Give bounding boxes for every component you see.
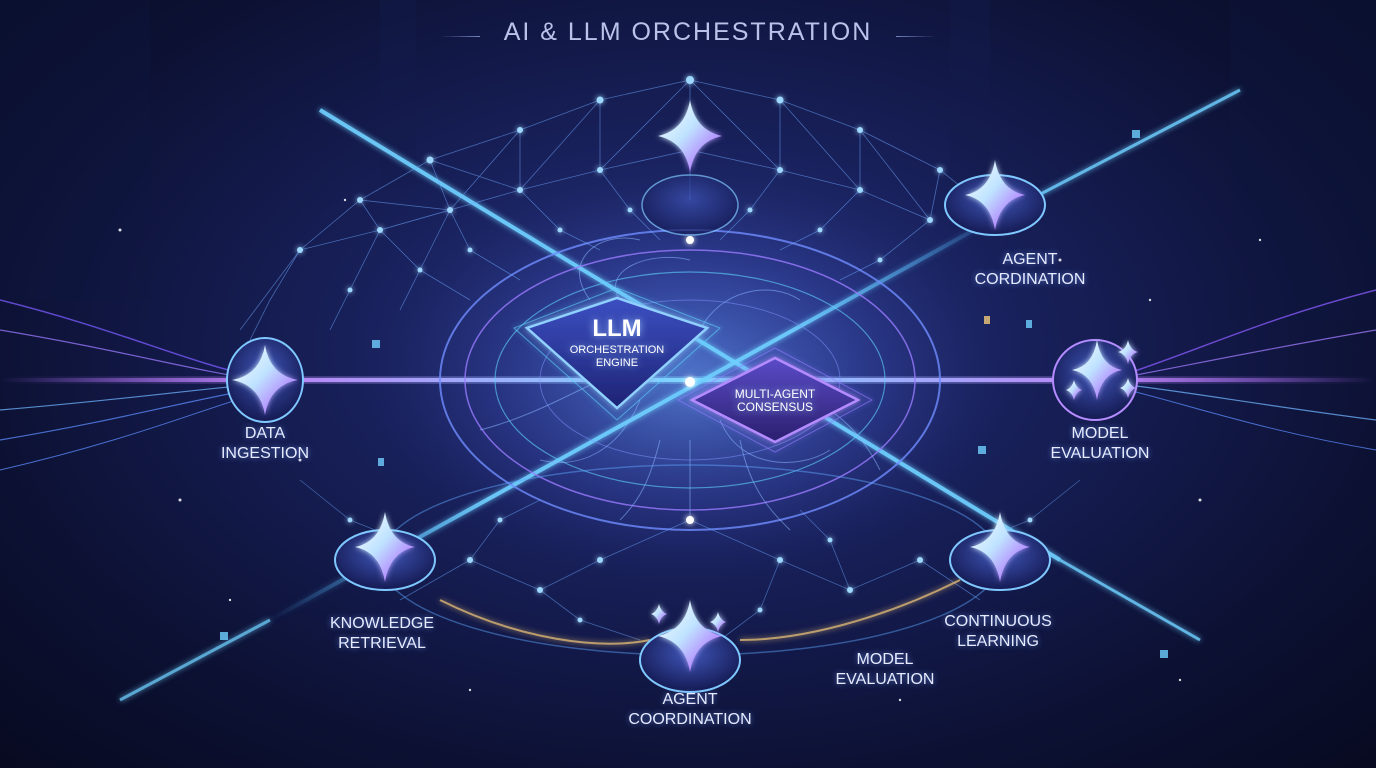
model-evaluation-right-label-line2: EVALUATION	[1050, 445, 1150, 462]
data-ingestion-label-line1: DATA	[244, 425, 286, 442]
knowledge-retrieval-label-line2: RETRIEVAL	[338, 635, 426, 652]
sparkles	[118, 198, 1262, 702]
continuous-learning-star-icon	[970, 512, 1030, 582]
top-hub-star-icon	[658, 100, 722, 172]
agent-cordination-star-icon	[965, 160, 1025, 230]
title-rule-left	[440, 36, 480, 37]
consensus-chip-line2: CONSENSUS	[736, 400, 813, 414]
model-evaluation-right-label: MODEL EVALUATION	[1030, 424, 1170, 464]
data-ingestion-label-line2: INGESTION	[220, 445, 309, 462]
title-rule-right	[896, 36, 936, 37]
gold-arcs	[439, 579, 961, 645]
knowledge-retrieval-star-icon	[355, 512, 415, 582]
consensus-chip-line1: MULTI-AGENT	[734, 387, 816, 401]
agent-cordination-label-line2: CORDINATION	[974, 271, 1086, 288]
knowledge-retrieval-label-line1: KNOWLEDGE	[329, 615, 434, 632]
node-stars	[232, 100, 1138, 672]
background-panels	[0, 0, 1376, 320]
model-evaluation-bottom-label: MODEL EVALUATION	[820, 650, 950, 690]
llm-chip-title: LLM	[592, 315, 642, 342]
data-cubes	[220, 130, 1168, 658]
data-ingestion-label: DATA INGESTION	[200, 424, 330, 464]
agent-cordination-label: AGENT CORDINATION	[950, 250, 1110, 290]
agent-coordination-star-icon	[658, 600, 722, 672]
continuous-learning-label-line2: LEARNING	[957, 633, 1039, 650]
llm-chip-shape	[513, 287, 721, 421]
data-ingestion-star-icon	[232, 345, 298, 415]
model-evaluation-star-icon	[1072, 340, 1122, 400]
consensus-chip-shape	[676, 347, 874, 453]
agent-coordination-bottom-label-line2: COORDINATION	[628, 711, 752, 728]
diagram-title: AI & LLM ORCHESTRATION	[503, 18, 873, 46]
agent-coordination-bottom-label-line1: AGENT	[662, 691, 718, 708]
continuous-learning-label: CONTINUOUS LEARNING	[928, 612, 1068, 652]
llm-chip-subtitle-line2: ENGINE	[595, 357, 639, 369]
model-evaluation-right-label-line1: MODEL	[1071, 425, 1129, 442]
agent-cordination-label-line1: AGENT	[1002, 251, 1058, 268]
model-evaluation-bottom-label-line1: MODEL	[856, 651, 914, 668]
agent-coordination-bottom-label: AGENT COORDINATION	[610, 690, 770, 730]
knowledge-retrieval-label: KNOWLEDGE RETRIEVAL	[312, 614, 452, 654]
continuous-learning-label-line1: CONTINUOUS	[944, 613, 1052, 630]
llm-chip-subtitle-line1: ORCHESTRATION	[569, 344, 665, 356]
model-evaluation-bottom-label-line2: EVALUATION	[835, 671, 935, 688]
